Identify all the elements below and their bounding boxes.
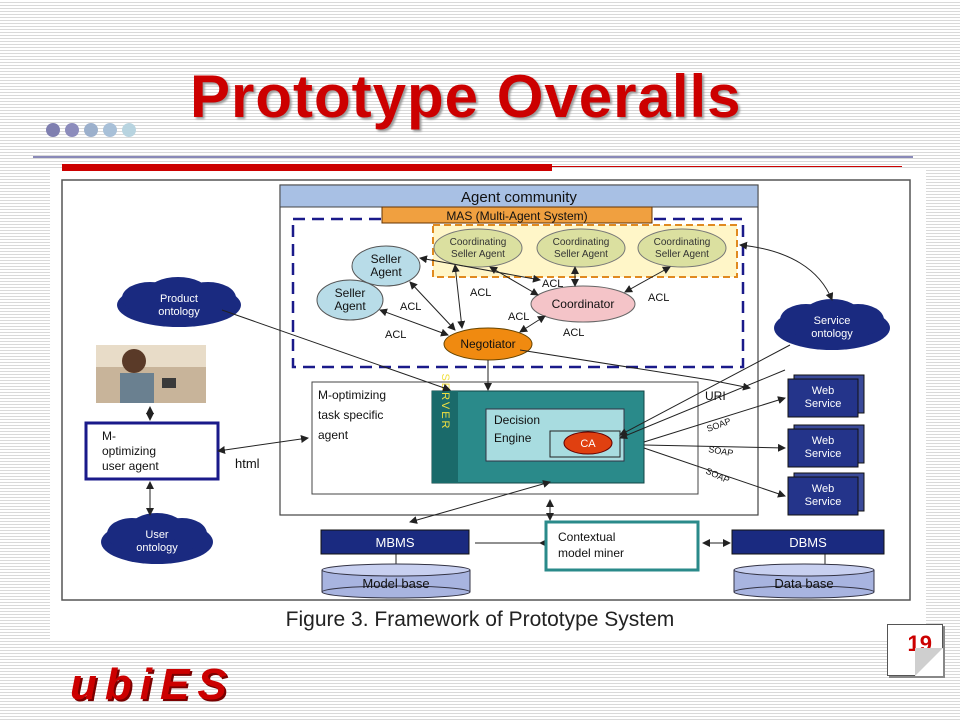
slide-title: Prototype Overalls xyxy=(190,63,742,130)
service-ontology-line2: ontology xyxy=(811,328,853,340)
coordinating-seller-1-line1: Coordinating xyxy=(450,237,507,248)
task-agent-line2: task specific xyxy=(318,408,383,422)
acl-label: ACL xyxy=(400,301,421,313)
product-ontology-line1: Product xyxy=(160,293,198,305)
user-ontology-line1: User xyxy=(145,529,169,541)
user-ontology-cloud xyxy=(101,513,213,564)
coordinating-seller-2-line2: Seller Agent xyxy=(554,249,608,260)
coordinating-seller-agent-3 xyxy=(637,228,727,268)
acl-arrows xyxy=(379,255,671,337)
web-service-2 xyxy=(787,424,865,468)
html-label: html xyxy=(235,456,260,471)
mbms-box xyxy=(320,529,470,555)
server-label: SERVER xyxy=(439,373,451,430)
decision-engine-line2: Engine xyxy=(494,431,532,445)
acl-label: ACL xyxy=(563,327,584,339)
contextual-miner-line2: model miner xyxy=(558,546,624,560)
seller-agent-1-line2: Agent xyxy=(370,265,402,279)
coordinating-seller-agent-2 xyxy=(536,228,626,268)
model-base-cylinder xyxy=(321,563,471,599)
web-service-1-line1: Web xyxy=(812,385,834,397)
page-curl-corner xyxy=(915,648,943,676)
data-base-cylinder xyxy=(733,563,875,599)
data-base-label: Data base xyxy=(774,576,833,591)
bullet-dot xyxy=(103,123,117,137)
web-service-3-line2: Service xyxy=(805,496,842,508)
contextual-miner-box xyxy=(544,520,700,572)
web-service-2-line2: Service xyxy=(805,448,842,460)
coordinator-node xyxy=(530,285,636,323)
user-ontology-line2: ontology xyxy=(136,542,178,554)
user-photo xyxy=(96,345,206,403)
web-service-1 xyxy=(787,374,865,418)
uri-label: URI xyxy=(705,389,726,403)
product-ontology-cloud xyxy=(117,277,241,327)
web-service-3-line1: Web xyxy=(812,483,834,495)
page-number-box: 19 xyxy=(887,624,943,676)
coordinator-label: Coordinator xyxy=(552,297,615,311)
mbms-label: MBMS xyxy=(376,535,415,550)
user-agent-line2: optimizing xyxy=(102,444,156,458)
task-agent-line3: agent xyxy=(318,428,349,442)
ca-label: CA xyxy=(580,438,596,450)
decision-engine-line1: Decision xyxy=(494,413,540,427)
server-strip xyxy=(432,391,458,483)
coordinating-seller-agent-1 xyxy=(433,228,523,268)
acl-label: ACL xyxy=(385,329,406,341)
seller-agent-2-line2: Agent xyxy=(334,299,366,313)
service-ontology-line1: Service xyxy=(814,315,851,327)
coordinating-seller-3-line2: Seller Agent xyxy=(655,249,709,260)
negotiator-label: Negotiator xyxy=(460,337,515,351)
user-agent-box xyxy=(84,421,220,481)
framework-diagram: Agent community MAS (Multi-Agent System)… xyxy=(61,179,911,631)
framework-figure: Agent community MAS (Multi-Agent System)… xyxy=(50,170,926,640)
ubies-logo: ubiES xyxy=(70,660,235,709)
model-base-label: Model base xyxy=(362,576,429,591)
bullet-dot xyxy=(122,123,136,137)
product-ontology-line2: ontology xyxy=(158,306,200,318)
mas-header xyxy=(381,206,653,224)
ca-node xyxy=(563,431,613,455)
figure-caption: Figure 3. Framework of Prototype System xyxy=(286,608,675,631)
accent-bar xyxy=(62,164,552,171)
bullet-dot xyxy=(46,123,60,137)
dbms-label: DBMS xyxy=(789,535,827,550)
acl-label: ACL xyxy=(508,311,529,323)
accent-line xyxy=(552,166,902,167)
user-agent-line1: M- xyxy=(102,429,116,443)
coordinating-seller-2-line1: Coordinating xyxy=(553,237,610,248)
dbms-box xyxy=(731,529,885,555)
mas-label: MAS (Multi-Agent System) xyxy=(446,209,587,223)
acl-label: ACL xyxy=(470,287,491,299)
contextual-miner-line1: Contextual xyxy=(558,530,615,544)
soap-label: SOAP xyxy=(708,444,734,458)
acl-label: ACL xyxy=(648,292,669,304)
coordinating-seller-3-line1: Coordinating xyxy=(654,237,711,248)
web-service-1-line2: Service xyxy=(805,398,842,410)
seller-agent-1-line1: Seller xyxy=(371,252,402,266)
seller-agent-2-line1: Seller xyxy=(335,286,366,300)
ca-frame xyxy=(549,430,621,458)
agent-community-label: Agent community xyxy=(461,189,577,206)
bullet-dot xyxy=(84,123,98,137)
web-service-2-line1: Web xyxy=(812,435,834,447)
title-bullet-dots xyxy=(46,123,136,137)
coordinating-seller-1-line2: Seller Agent xyxy=(451,249,505,260)
task-agent-line1: M-optimizing xyxy=(318,388,386,402)
acl-label: ACL xyxy=(542,278,563,290)
service-ontology-cloud xyxy=(774,299,890,350)
title-divider xyxy=(33,156,913,158)
user-agent-line3: user agent xyxy=(102,459,159,473)
seller-agent-2 xyxy=(316,279,384,321)
bullet-dot xyxy=(65,123,79,137)
web-service-3 xyxy=(787,472,865,516)
connection-lines xyxy=(146,241,834,566)
